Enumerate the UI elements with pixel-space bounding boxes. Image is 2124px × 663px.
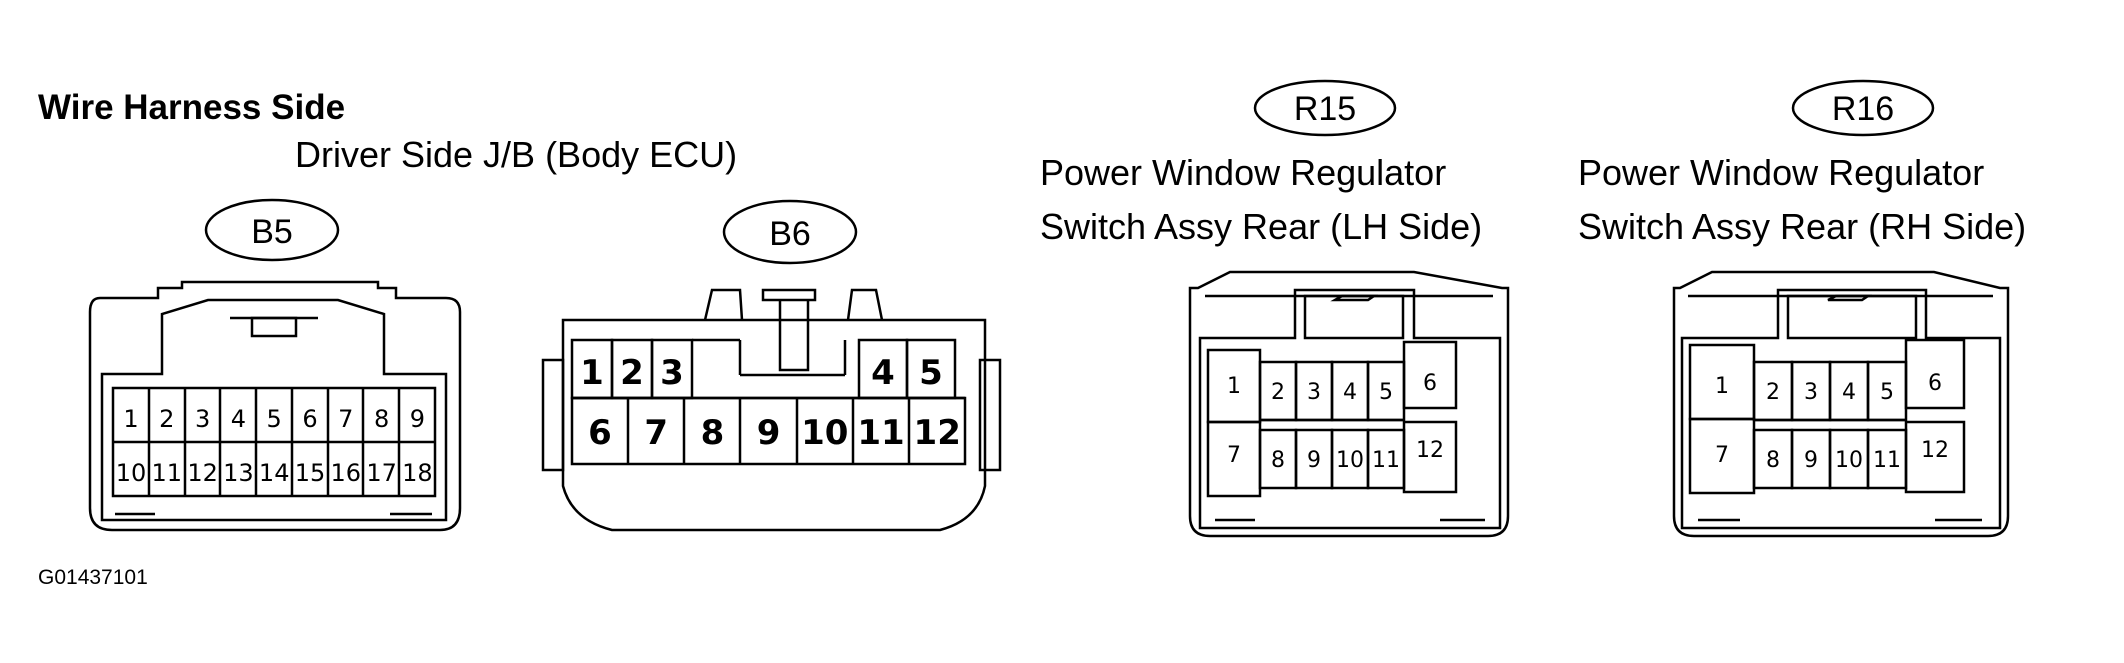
r15-pin: 10 — [1336, 448, 1364, 473]
b5-code: B5 — [251, 213, 293, 251]
r16-pin: 2 — [1766, 380, 1780, 405]
b5-pin: 1 — [123, 405, 138, 433]
b6-pin: 10 — [801, 413, 848, 453]
r16-pin: 11 — [1873, 448, 1901, 473]
r16-code: R16 — [1832, 90, 1894, 128]
b6-pin: 1 — [580, 353, 604, 393]
b6-pin: 11 — [857, 413, 904, 453]
b6-pin: 7 — [644, 413, 668, 453]
b5-pin: 3 — [195, 405, 210, 433]
r16-pin: 5 — [1880, 380, 1894, 405]
b6-code: B6 — [769, 215, 811, 253]
r15-name-line2: Switch Assy Rear (LH Side) — [1040, 206, 1483, 247]
b6-pin: 5 — [919, 353, 943, 393]
r16-pin: 8 — [1766, 448, 1780, 473]
b6-pin: 3 — [660, 353, 684, 393]
r16-pin: 12 — [1921, 438, 1949, 463]
b6-pin: 8 — [701, 413, 725, 453]
r16-code-oval — [1791, 79, 1935, 137]
b5-pin: 14 — [259, 459, 290, 487]
b5-pin: 7 — [338, 405, 353, 433]
r16-pin: 7 — [1715, 443, 1729, 468]
r15-pin: 6 — [1423, 371, 1437, 396]
b5-pin: 18 — [402, 459, 433, 487]
b5-pin: 11 — [152, 459, 183, 487]
figure-id: G01437101 — [38, 566, 148, 589]
b5-pin: 12 — [187, 459, 218, 487]
b5-pin: 15 — [295, 459, 326, 487]
connector-r16: R16 — [1672, 79, 2010, 538]
b5-pin: 10 — [116, 459, 147, 487]
r15-pin: 5 — [1379, 380, 1393, 405]
b5-pin: 13 — [223, 459, 254, 487]
r16-name-line1: Power Window Regulator — [1578, 152, 1985, 193]
r15-code: R15 — [1294, 90, 1356, 128]
r15-pin: 2 — [1271, 380, 1285, 405]
b5-code-oval — [204, 198, 340, 262]
b5-pin: 8 — [374, 405, 389, 433]
b6-pin: 4 — [871, 353, 895, 393]
connector-r15: R15 — [1188, 79, 1510, 538]
r15-code-oval — [1253, 79, 1397, 137]
r15-pin: 3 — [1307, 380, 1321, 405]
connector-b6: B6 — [541, 199, 1002, 532]
b5-pin: 9 — [410, 405, 425, 433]
r16-pin: 3 — [1804, 380, 1818, 405]
wire-harness-side-heading: Wire Harness Side — [38, 88, 346, 127]
b6-code-oval — [722, 199, 858, 265]
r16-pin: 6 — [1928, 371, 1942, 396]
r15-pin: 8 — [1271, 448, 1285, 473]
b5-pin: 17 — [366, 459, 397, 487]
r15-pin: 11 — [1372, 448, 1400, 473]
b6-pin: 9 — [757, 413, 781, 453]
r15-pin: 1 — [1227, 374, 1241, 399]
connector-b5: B5 — [88, 198, 462, 532]
r15-name-line1: Power Window Regulator — [1040, 152, 1447, 193]
b6-pin: 6 — [588, 413, 612, 453]
ecu-label: Driver Side J/B (Body ECU) — [295, 134, 738, 175]
r15-pin: 4 — [1343, 380, 1357, 405]
b5-pin: 6 — [302, 405, 317, 433]
r16-pin: 4 — [1842, 380, 1856, 405]
b5-pin: 16 — [331, 459, 362, 487]
b5-pin: 2 — [159, 405, 174, 433]
r15-pin: 9 — [1307, 448, 1321, 473]
b6-pin: 2 — [620, 353, 644, 393]
r16-pin: 10 — [1835, 448, 1863, 473]
r15-pin: 12 — [1416, 438, 1444, 463]
b5-pin: 5 — [267, 405, 282, 433]
b5-pin: 4 — [231, 405, 246, 433]
r15-pin: 7 — [1227, 443, 1241, 468]
r16-pin: 1 — [1715, 374, 1729, 399]
r16-pin: 9 — [1804, 448, 1818, 473]
b6-pin: 12 — [914, 413, 961, 453]
r16-name-line2: Switch Assy Rear (RH Side) — [1578, 206, 2027, 247]
